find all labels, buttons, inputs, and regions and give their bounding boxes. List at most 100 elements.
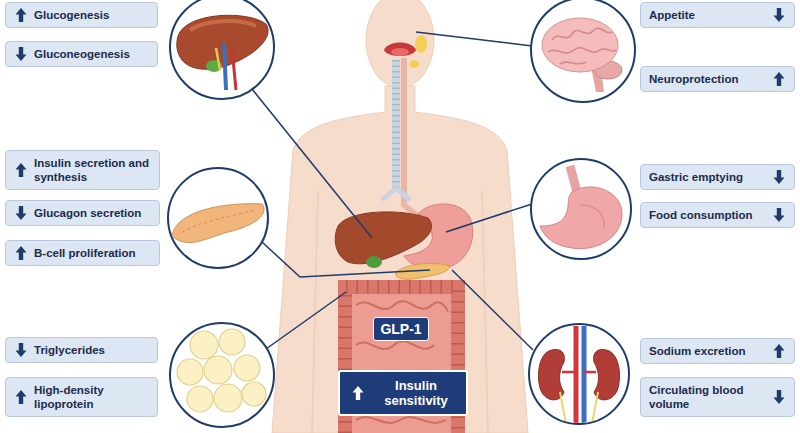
stomach-fold: [580, 205, 604, 228]
leader-line: [266, 292, 346, 349]
salivary-gland: [409, 60, 419, 68]
arrow-shape: [16, 163, 27, 177]
effect-box: Insulin secretion and synthesis: [5, 150, 160, 190]
circle-frame: [168, 168, 268, 268]
effect-box: Neuroprotection: [640, 66, 795, 92]
arm-line: [312, 190, 318, 433]
down-arrow-symbol: [15, 342, 27, 358]
effect-text: Glucagon secretion: [34, 206, 153, 220]
trachea-rings: [392, 60, 400, 190]
bronchi: [382, 188, 410, 200]
liver: [335, 212, 431, 264]
fat-cell: [242, 382, 266, 406]
fat-circle: [170, 323, 274, 427]
leader-line: [262, 242, 430, 277]
liver-picture: [177, 15, 268, 69]
effect-box: Circulating blood volume: [640, 377, 795, 417]
pancreas-picture: [172, 204, 264, 243]
effect-text: Insulin sensitivity: [374, 378, 458, 408]
down-arrow-symbol: [15, 205, 27, 221]
pancreas-texture: [182, 210, 256, 232]
liver-circle: [170, 0, 274, 99]
arrow-shape: [16, 206, 27, 220]
fat-cell: [187, 386, 213, 412]
arrow-shape: [774, 208, 785, 222]
down-arrow-symbol: [15, 46, 27, 62]
up-arrow-symbol: [15, 7, 27, 23]
down-arrow-symbol: [773, 7, 785, 23]
effect-text: Triglycerides: [34, 343, 151, 357]
fat-cell: [204, 356, 232, 384]
kidney-circle: [529, 324, 629, 424]
fat-cell: [214, 384, 242, 412]
arm-line: [482, 190, 488, 433]
ureter: [560, 392, 598, 424]
leader-line: [416, 32, 532, 46]
effect-text: Sodium excretion: [649, 344, 766, 358]
effect-text: Gastric emptying: [649, 170, 766, 184]
circle-frame: [170, 0, 274, 99]
effect-text: B-cell proliferation: [34, 246, 153, 260]
fat-cell: [190, 331, 218, 359]
stomach-circle: [531, 159, 631, 259]
up-arrow-symbol: [352, 385, 364, 401]
effect-box: Sodium excretion: [640, 338, 795, 364]
brain-picture: [542, 18, 618, 72]
trachea: [392, 60, 400, 190]
hepatic-artery: [232, 48, 236, 90]
arrow-shape: [353, 386, 364, 400]
vena-cava: [582, 326, 587, 424]
renal-vessels: [562, 371, 596, 374]
effect-text: Insulin secretion and synthesis: [34, 156, 153, 184]
up-arrow-symbol: [15, 245, 27, 261]
bile-duct: [216, 48, 220, 70]
leader-lines: [252, 32, 533, 350]
gallbladder: [366, 256, 382, 268]
effect-box: Glucagon secretion: [5, 200, 160, 226]
effect-box: B-cell proliferation: [5, 240, 160, 266]
down-arrow-symbol: [773, 207, 785, 223]
arrow-shape: [774, 344, 785, 358]
arrow-shape: [16, 246, 27, 260]
pancreas-circle: [168, 168, 268, 268]
leader-line: [452, 270, 533, 350]
effect-box: High-density lipoprotein: [5, 377, 158, 417]
liver-highlight: [190, 21, 256, 30]
aorta: [574, 326, 579, 424]
fat-cell: [219, 329, 245, 355]
leader-line: [252, 89, 372, 238]
down-arrow-symbol: [773, 169, 785, 185]
effect-box: Food consumption: [640, 202, 795, 228]
effect-text: Circulating blood volume: [649, 383, 766, 411]
leader-line: [446, 204, 532, 232]
circle-frame: [170, 323, 274, 427]
effect-text: Food consumption: [649, 208, 766, 222]
effect-box: Glucogenesis: [5, 2, 158, 28]
fat-cell: [234, 355, 260, 381]
arrow-shape: [774, 390, 785, 404]
hepatic-vein: [224, 44, 226, 90]
body-silhouette: [272, 0, 528, 433]
up-arrow-symbol: [773, 343, 785, 359]
arrow-shape: [16, 343, 27, 357]
effect-text: Glucogenesis: [34, 8, 151, 22]
effect-text: High-density lipoprotein: [34, 383, 151, 411]
mouth: [384, 43, 416, 57]
up-arrow-symbol: [773, 71, 785, 87]
fat-cell: [177, 359, 203, 385]
effect-text: Appetite: [649, 8, 766, 22]
effect-text: Gluconeogenesis: [34, 47, 151, 61]
arrow-shape: [16, 8, 27, 22]
salivary-gland: [415, 35, 427, 53]
effect-text: GLP-1: [378, 321, 424, 337]
arrow-shape: [16, 47, 27, 61]
circle-frame: [531, 0, 635, 102]
arrow-shape: [774, 170, 785, 184]
arrow-shape: [16, 390, 27, 404]
brain-gyri: [548, 28, 616, 64]
circle-frame: [529, 324, 629, 424]
arrow-shape: [774, 8, 785, 22]
stomach-picture: [540, 187, 622, 249]
effect-box: Triglycerides: [5, 337, 158, 363]
